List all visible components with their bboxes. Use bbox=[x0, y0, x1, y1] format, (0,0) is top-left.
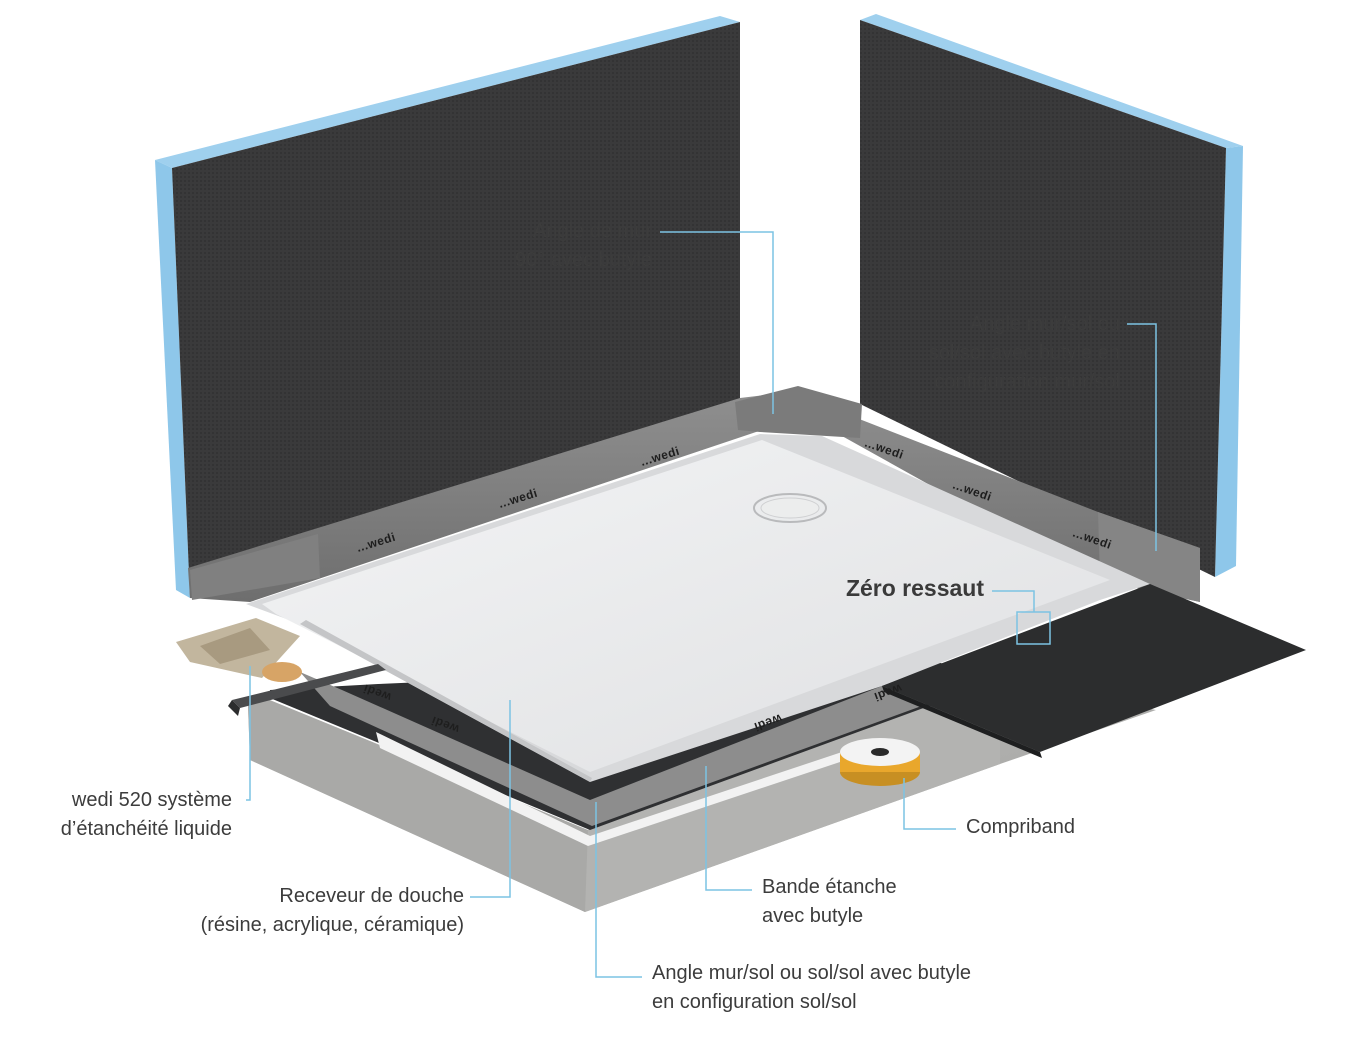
label-line: Angle mur/sol ou sol/sol avec butyle bbox=[652, 962, 972, 984]
right-wall-board bbox=[860, 14, 1243, 577]
floor-corner-profile bbox=[376, 732, 846, 846]
leader-compriband bbox=[903, 778, 956, 830]
leader-liquid-membrane bbox=[246, 666, 251, 801]
label-floor-floor-corner: Angle mur/sol ou sol/sol avec butyle en … bbox=[652, 959, 1072, 1017]
label-wall-corner: Angle de mur 90° avec butyle bbox=[452, 217, 652, 275]
label-line: Angle de mur bbox=[533, 220, 652, 242]
label-sealing-tape: Bande étanche avec butyle bbox=[762, 873, 962, 931]
zero-threshold-marker bbox=[1016, 611, 1051, 645]
leader-zero-threshold bbox=[992, 590, 1035, 612]
label-compriband: Compriband bbox=[966, 813, 1166, 842]
shower-tray bbox=[246, 434, 1150, 782]
leader-shower-tray bbox=[470, 700, 511, 898]
sealing-tape-walls bbox=[188, 386, 1200, 602]
trowel-and-membrane bbox=[176, 618, 386, 716]
sealing-tape-front bbox=[300, 672, 938, 826]
leader-sealing-tape bbox=[705, 766, 752, 891]
label-line: 90° avec butyle bbox=[515, 249, 652, 271]
label-line: Zéro ressaut bbox=[845, 575, 984, 601]
label-liquid-membrane: wedi 520 système d’étanchéité liquide bbox=[10, 786, 232, 844]
label-line: Angle mur/sol ou bbox=[969, 313, 1120, 335]
label-line: Receveur de douche bbox=[279, 885, 464, 907]
leader-wall-floor-corner bbox=[1127, 323, 1157, 551]
label-line: avec butyle bbox=[762, 905, 864, 927]
label-line: sol/sol avec butyle en bbox=[928, 342, 1120, 364]
label-zero-threshold: Zéro ressaut bbox=[780, 574, 984, 603]
label-line: (résine, acrylique, céramique) bbox=[200, 914, 464, 936]
leader-lines bbox=[246, 231, 1157, 978]
left-wall-board bbox=[155, 16, 740, 598]
concrete-slab bbox=[248, 680, 1156, 912]
compriband-roll bbox=[840, 738, 920, 786]
label-line: d’étanchéité liquide bbox=[60, 818, 232, 840]
leader-wall-corner bbox=[660, 231, 774, 414]
label-line: en configuration sol/sol bbox=[652, 991, 857, 1013]
label-line: configuration mur/sol bbox=[934, 371, 1120, 393]
slate-floor-tile bbox=[882, 584, 1306, 758]
label-line: Compriband bbox=[966, 816, 1075, 838]
label-line: Bande étanche bbox=[762, 876, 897, 898]
label-line: wedi 520 système bbox=[71, 789, 232, 811]
leader-floor-corner bbox=[595, 802, 642, 978]
label-shower-tray: Receveur de douche (résine, acrylique, c… bbox=[130, 882, 464, 940]
label-wall-floor-corner: Angle mur/sol ou sol/sol avec butyle en … bbox=[868, 310, 1120, 397]
